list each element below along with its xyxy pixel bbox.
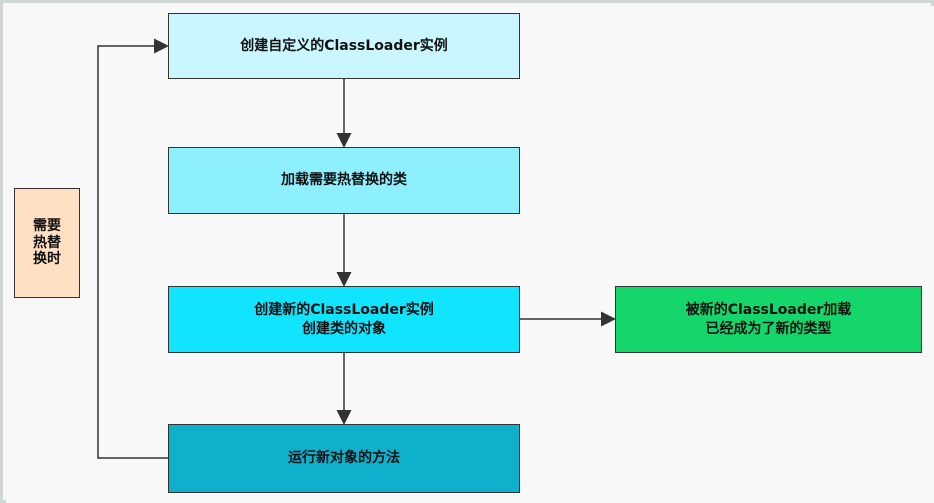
step-create-custom-classloader-label: 创建自定义的ClassLoader实例 xyxy=(240,37,448,54)
step-load-hot-swap-class: 加载需要热替换的类 xyxy=(168,147,520,214)
loop-back-arrow xyxy=(97,38,169,459)
diagram-connectors xyxy=(97,38,616,459)
step-load-hot-swap-class-label: 加载需要热替换的类 xyxy=(281,172,407,189)
side-note-new-type: 被新的ClassLoader加载 已经成为了新的类型 xyxy=(615,286,922,353)
step-create-new-classloader-and-object-label: 创建新的ClassLoader实例 创建类的对象 xyxy=(254,301,434,337)
step-create-custom-classloader: 创建自定义的ClassLoader实例 xyxy=(168,13,520,79)
loop-condition-label: 需要 热替 换时 xyxy=(33,217,61,268)
step-create-new-classloader-and-object: 创建新的ClassLoader实例 创建类的对象 xyxy=(168,286,520,353)
step-run-new-object-method: 运行新对象的方法 xyxy=(168,424,520,493)
step-run-new-object-method-label: 运行新对象的方法 xyxy=(288,450,400,467)
loop-condition-box: 需要 热替 换时 xyxy=(14,188,80,298)
side-note-new-type-label: 被新的ClassLoader加载 已经成为了新的类型 xyxy=(685,301,852,337)
diagram-canvas: 创建自定义的ClassLoader实例 加载需要热替换的类 创建新的ClassL… xyxy=(6,6,934,503)
